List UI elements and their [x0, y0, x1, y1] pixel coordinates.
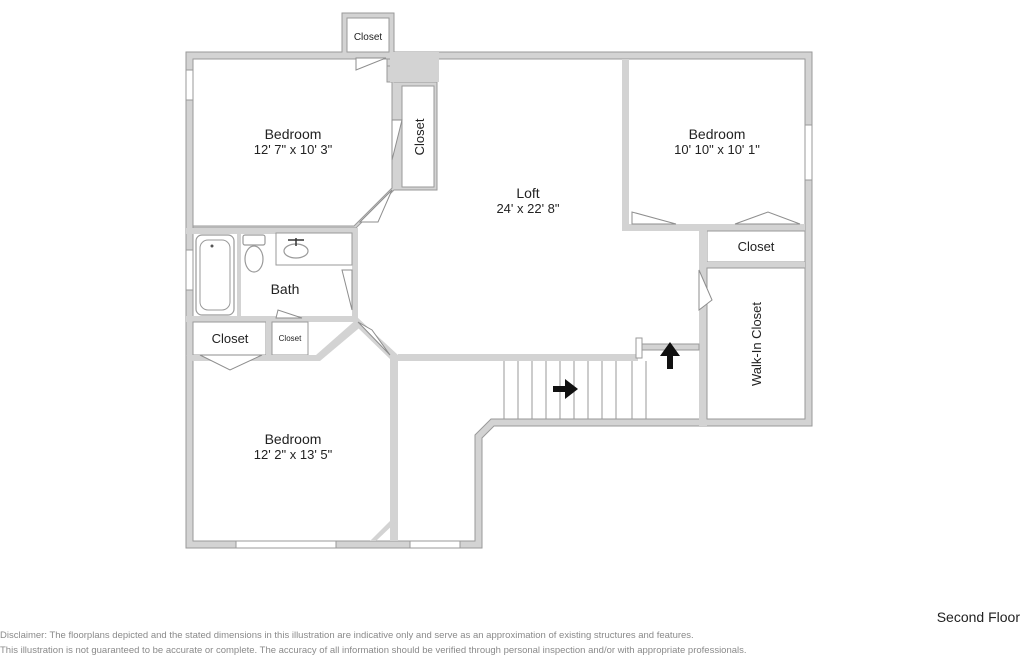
bathtub-icon	[195, 234, 235, 316]
stair-arrow-up-icon	[660, 342, 680, 369]
closet-top-label: Closet	[354, 32, 383, 43]
bedroom-bottom-left-dims: 12' 2" x 13' 5"	[254, 447, 333, 462]
walk-in-closet-label: Walk-In Closet	[749, 302, 764, 386]
loft-name: Loft	[516, 185, 539, 201]
staircase	[503, 361, 647, 419]
closet-small-label: Closet	[279, 334, 302, 343]
door-swings	[199, 57, 801, 371]
toilet-icon	[242, 234, 266, 273]
stair-arrow-right-icon	[553, 379, 578, 399]
bedroom-top-right-name: Bedroom	[689, 126, 746, 142]
closet-right-label: Closet	[738, 239, 775, 254]
bedroom-top-right-dims: 10' 10" x 10' 1"	[674, 142, 760, 157]
sink-icon	[283, 238, 309, 259]
bedroom-top-left-dims: 12' 7" x 10' 3"	[254, 142, 333, 157]
walls	[185, 12, 813, 549]
bath-name: Bath	[271, 281, 300, 297]
disclaimer-line-1: Disclaimer: The floorplans depicted and …	[0, 630, 694, 641]
bedroom-bottom-left-name: Bedroom	[265, 431, 322, 447]
windows	[185, 69, 813, 549]
closet-vertical-label: Closet	[412, 118, 427, 155]
bedroom-top-left-name: Bedroom	[265, 126, 322, 142]
floor-label: Second Floor	[936, 609, 1020, 625]
closet-left-label: Closet	[212, 331, 249, 346]
disclaimer-line-2: This illustration is not guaranteed to b…	[0, 645, 747, 656]
loft-dims: 24' x 22' 8"	[496, 201, 559, 216]
